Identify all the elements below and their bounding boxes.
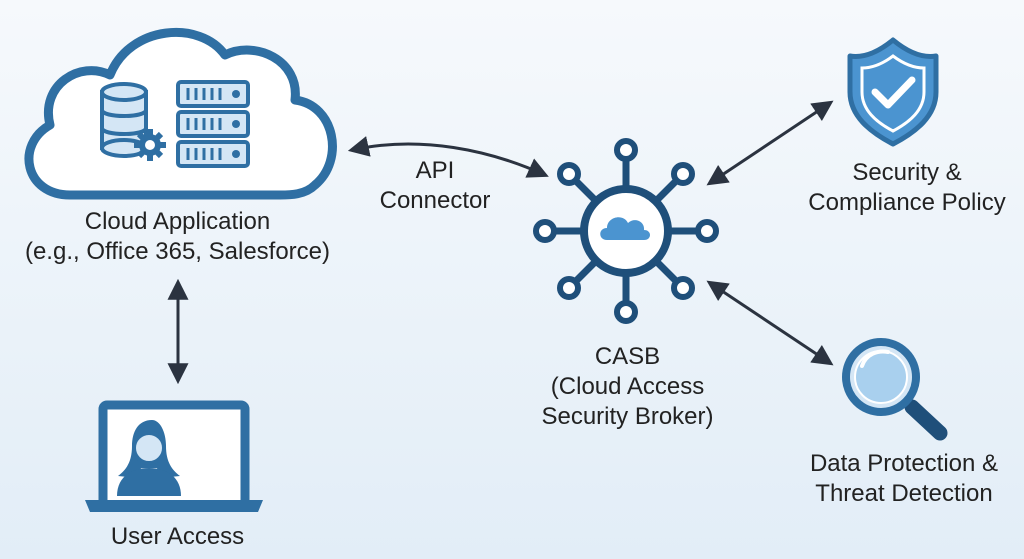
server-icon: [176, 80, 250, 168]
data-protection-label: Data Protection & Threat Detection: [809, 450, 999, 507]
api-connector-label: API Connector: [379, 157, 491, 214]
arrow-casb-protection: [706, 280, 834, 366]
shield-check-icon: [847, 37, 939, 147]
cloud-application-icon: [24, 28, 337, 200]
cloud-icon: [600, 217, 650, 240]
gear-icon: [134, 129, 166, 161]
person-icon: [117, 420, 181, 496]
user-laptop-icon: [85, 400, 263, 512]
cloud-application-examples: (e.g., Office 365, Salesforce): [24, 238, 331, 265]
cloud-application-title: Cloud Application: [84, 208, 271, 235]
user-access-label: User Access: [110, 523, 245, 550]
casb-hub-icon: [533, 138, 719, 324]
magnifier-icon: [842, 338, 948, 441]
casb-title: CASB: [594, 343, 661, 370]
arrow-casb-policy: [706, 100, 834, 186]
arrow-cloud-casb: [347, 136, 549, 178]
cloud-application-label: Cloud Application (e.g., Office 365, Sal…: [0, 207, 355, 267]
casb-label: CASB (Cloud Access Security Broker): [520, 342, 735, 432]
security-policy-label: Security & Compliance Policy: [808, 159, 1006, 216]
